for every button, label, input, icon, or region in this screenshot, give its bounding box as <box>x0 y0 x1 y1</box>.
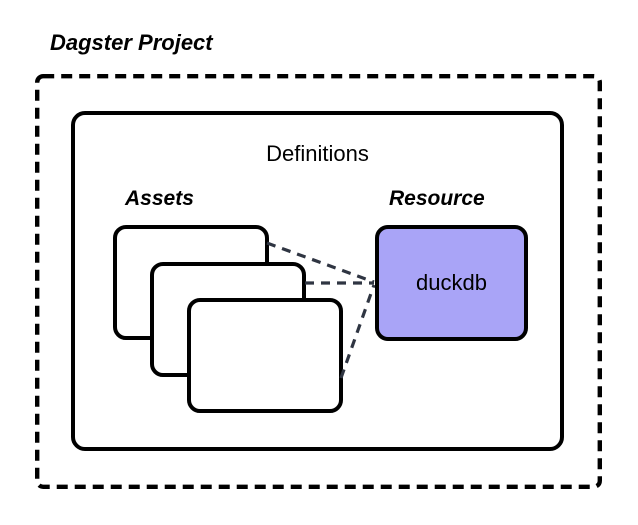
resource-group-label: Resource <box>389 187 485 210</box>
project-title: Dagster Project <box>50 30 213 55</box>
assets-group-label: Assets <box>125 187 194 210</box>
definitions-label: Definitions <box>266 141 369 166</box>
project-boundary-outline <box>35 74 602 489</box>
resource-node-duckdb[interactable]: duckdb <box>375 225 528 341</box>
asset-card[interactable] <box>187 298 343 413</box>
project-boundary <box>35 74 602 489</box>
resource-node-label: duckdb <box>416 270 487 295</box>
